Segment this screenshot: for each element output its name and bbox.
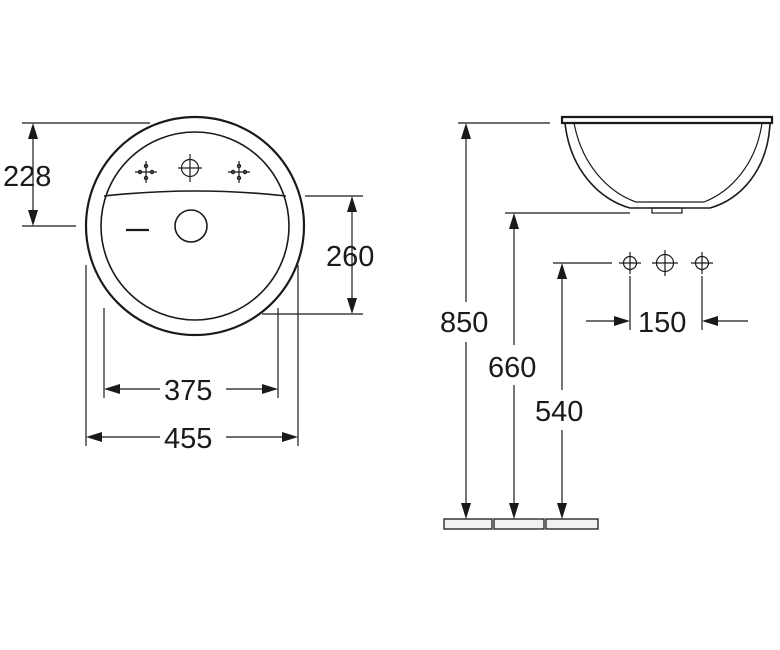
- dim-150: [586, 276, 748, 330]
- dim-850: [458, 122, 550, 519]
- dim-455: [85, 265, 299, 446]
- dim-228-label: 228: [3, 161, 51, 193]
- dim-260: [262, 195, 363, 315]
- tap-hole-right-icon: [228, 161, 250, 183]
- floor-block-2: [493, 518, 545, 530]
- side-tap-right-icon: [691, 252, 713, 274]
- dim-228: [22, 122, 150, 227]
- dim-540-label: 540: [535, 396, 583, 428]
- deck-edge: [103, 190, 287, 197]
- basin-inner-rim: [100, 131, 290, 321]
- top-view: 228 260 375 455: [3, 115, 374, 455]
- dim-455-label: 455: [164, 423, 212, 455]
- tap-hole-center-icon: [178, 154, 202, 182]
- dim-375: [103, 308, 279, 398]
- side-tap-left-icon: [619, 252, 641, 274]
- dim-150-label: 150: [638, 307, 686, 339]
- side-view: 150 850 660 540: [440, 115, 774, 530]
- floor-block-3: [545, 518, 599, 530]
- side-tap-center-icon: [652, 250, 678, 276]
- dim-540: [553, 262, 612, 519]
- floor-block-1: [443, 518, 493, 530]
- dim-850-label: 850: [440, 307, 488, 339]
- dim-260-label: 260: [326, 241, 374, 273]
- basin-outer-rim: [84, 115, 306, 337]
- drain-hole: [174, 209, 208, 243]
- dim-660-label: 660: [488, 352, 536, 384]
- basin-profile: [560, 115, 774, 214]
- tap-hole-left-icon: [135, 161, 157, 183]
- dim-660: [505, 212, 630, 519]
- dim-375-label: 375: [164, 375, 212, 407]
